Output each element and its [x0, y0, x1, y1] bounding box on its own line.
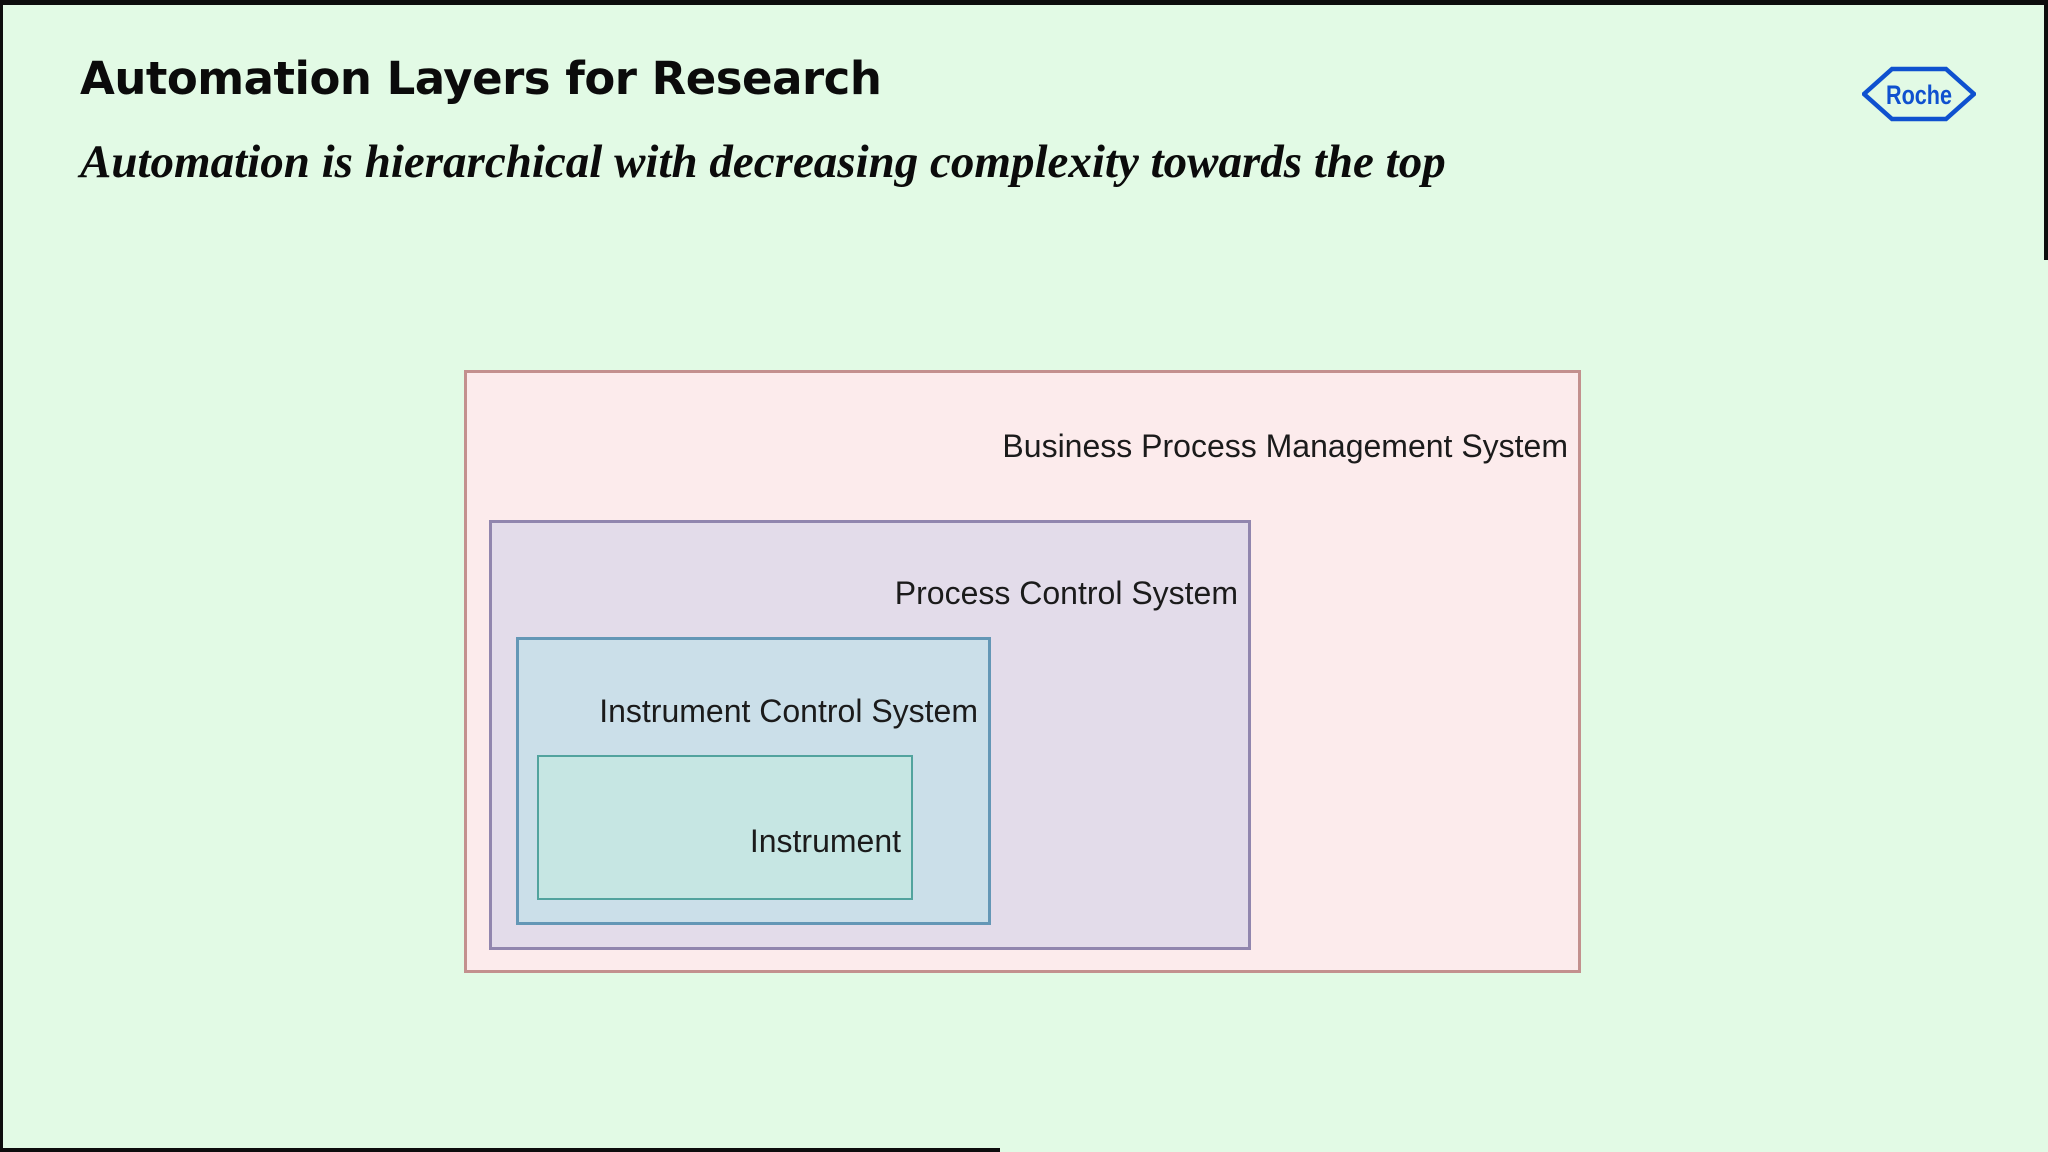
- frame-edge-right: [2044, 0, 2048, 260]
- layer-box-process-control-system: Process Control System Instrument Contro…: [489, 520, 1251, 950]
- layer-label-process-control-system: Process Control System: [894, 575, 1238, 611]
- frame-edge-left: [0, 0, 3, 1152]
- layer-box-instrument: Instrument: [537, 755, 913, 900]
- frame-edge-top: [0, 0, 2048, 5]
- roche-logo-text: Roche: [1886, 80, 1952, 110]
- layer-box-business-process-management-system: Business Process Management System Proce…: [464, 370, 1581, 973]
- layer-label-instrument-control-system: Instrument Control System: [599, 693, 978, 729]
- roche-logo-icon: Roche: [1862, 66, 1976, 122]
- layer-box-instrument-control-system: Instrument Control System Instrument: [516, 637, 991, 925]
- frame-edge-bottom: [0, 1148, 1000, 1152]
- page-title: Automation Layers for Research: [80, 52, 882, 105]
- page-subtitle: Automation is hierarchical with decreasi…: [80, 136, 1446, 188]
- layer-label-instrument: Instrument: [749, 823, 901, 859]
- layer-label-business-process-management-system: Business Process Management System: [1002, 428, 1568, 464]
